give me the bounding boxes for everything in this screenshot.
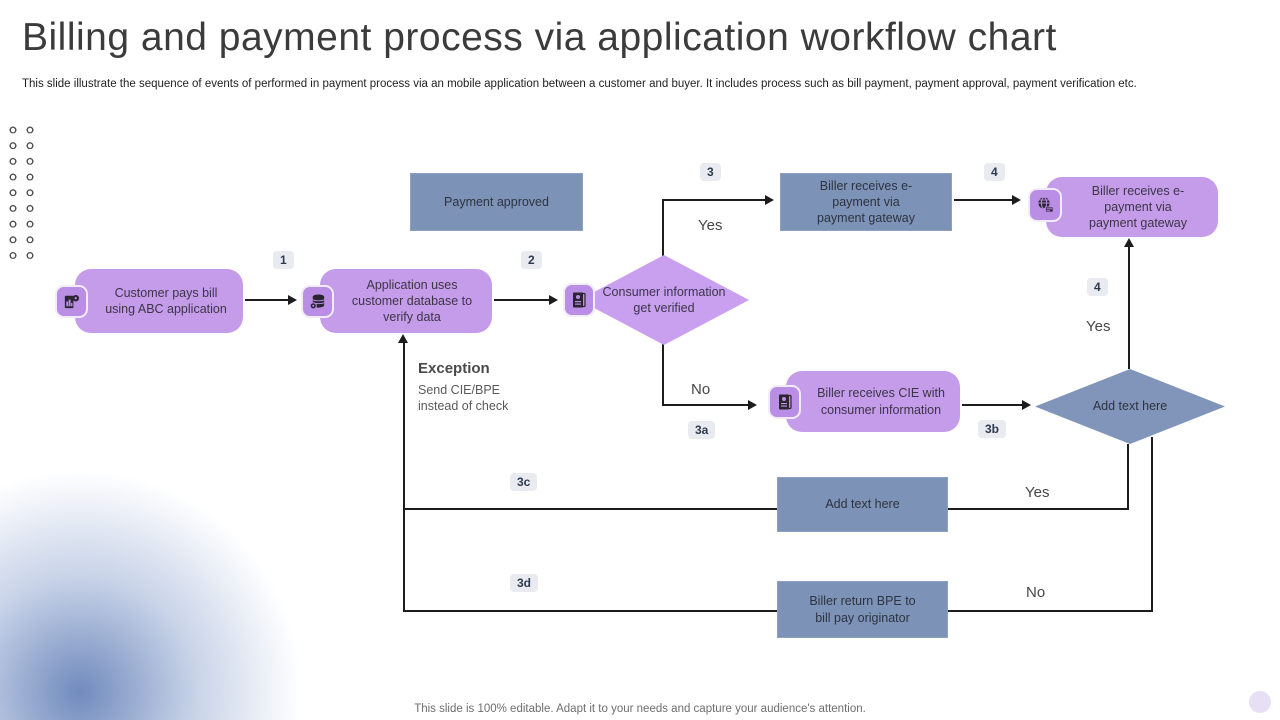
arrowhead <box>1012 195 1021 205</box>
label-yes-right: Yes <box>1086 318 1111 335</box>
step-badge-4-top: 4 <box>984 163 1005 181</box>
node-label: Application uses customer database to ve… <box>351 277 473 325</box>
node-label: Add text here <box>825 497 900 512</box>
node-biller-receives-cie: Biller receives CIE with consumer inform… <box>786 371 960 432</box>
footer-note: This slide is 100% editable. Adapt it to… <box>414 703 866 715</box>
arrowhead <box>288 295 297 305</box>
arrowhead <box>549 295 558 305</box>
corner-lavender-dot <box>1249 691 1271 713</box>
database-gear-icon <box>301 285 334 318</box>
arrowhead <box>1124 238 1134 247</box>
step-badge-3: 3 <box>700 163 721 181</box>
connector <box>962 404 1024 406</box>
node-biller-return-bpe: Biller return BPE to bill pay originator <box>777 581 948 638</box>
connector <box>1128 246 1130 369</box>
node-biller-receives-epayment: Biller receives e- payment via payment g… <box>780 173 952 231</box>
connector <box>403 341 405 612</box>
node-label: Add text here <box>1092 399 1168 414</box>
corner-gradient-blob <box>0 462 310 720</box>
decision-add-text-here: Add text here <box>1035 369 1225 444</box>
globe-payment-icon <box>1028 188 1062 222</box>
node-add-text-here: Add text here <box>777 477 948 532</box>
connector <box>954 199 1014 201</box>
node-label: Biller receives e- payment via payment g… <box>1089 183 1187 231</box>
label-no-bottom: No <box>1026 584 1046 601</box>
connector <box>404 508 1129 510</box>
decorative-dots <box>5 122 38 263</box>
node-payment-approved: Payment approved <box>410 173 583 231</box>
connector <box>245 299 290 301</box>
step-badge-4-right: 4 <box>1087 278 1108 296</box>
node-customer-pays-bill: Customer pays bill using ABC application <box>75 269 243 333</box>
node-label: Biller receives CIE with consumer inform… <box>817 386 945 417</box>
step-badge-3d: 3d <box>510 574 539 592</box>
label-yes-top: Yes <box>698 217 723 234</box>
arrowhead <box>398 334 408 343</box>
arrowhead <box>1022 400 1031 410</box>
step-badge-2: 2 <box>521 251 542 269</box>
node-label: Payment approved <box>444 194 549 209</box>
decision-consumer-verified: Consumer information get verified <box>579 255 749 345</box>
step-badge-3b: 3b <box>978 420 1007 438</box>
exception-title: Exception <box>418 360 490 377</box>
connector <box>662 344 664 405</box>
page-title: Billing and payment process via applicat… <box>22 16 1057 59</box>
page-subtitle: This slide illustrate the sequence of ev… <box>22 78 1137 90</box>
connector <box>662 199 767 201</box>
document-info-icon <box>768 385 801 419</box>
exception-line2: instead of check <box>418 399 509 413</box>
bill-icon <box>55 285 88 318</box>
label-no-mid: No <box>691 381 711 398</box>
node-application-verify: Application uses customer database to ve… <box>320 269 492 333</box>
step-badge-3a: 3a <box>688 421 716 439</box>
arrowhead <box>748 400 757 410</box>
arrowhead <box>765 195 774 205</box>
connector <box>494 299 551 301</box>
connector <box>662 404 750 406</box>
node-label: Consumer information get verified <box>602 284 726 315</box>
node-label: Customer pays bill using ABC application <box>105 285 227 316</box>
step-badge-1: 1 <box>273 251 294 269</box>
document-info-icon <box>563 283 595 317</box>
node-biller-receives-epayment-gateway: Biller receives e- payment via payment g… <box>1046 177 1218 237</box>
exception-line1: Send CIE/BPE <box>418 383 500 397</box>
connector <box>1127 444 1129 510</box>
step-badge-3c: 3c <box>510 473 538 491</box>
connector <box>662 200 664 256</box>
label-yes-bottom: Yes <box>1025 484 1050 501</box>
node-label: Biller return BPE to bill pay originator <box>809 594 916 625</box>
node-label: Biller receives e- payment via payment g… <box>817 178 915 226</box>
connector <box>1151 437 1153 612</box>
